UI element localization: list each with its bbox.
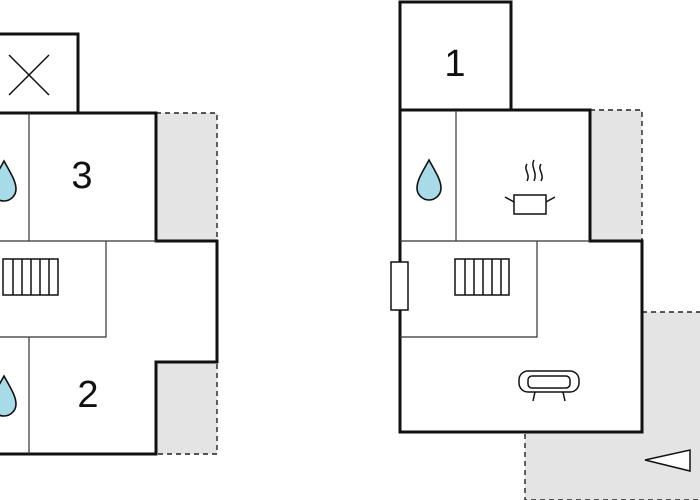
right-terrace-side [590, 109, 643, 242]
right-floor-plan: 1 [390, 0, 700, 500]
room-label-3: 3 [71, 155, 92, 197]
water-drop-icon [416, 158, 442, 201]
window-icon [390, 261, 409, 311]
closed-x-icon [8, 54, 50, 96]
room-label-1: 1 [444, 43, 465, 85]
right-wall-hall [400, 241, 538, 338]
left-wall-hall [0, 241, 107, 338]
water-drop-icon [0, 374, 17, 417]
right-terrace-entrance [524, 311, 700, 500]
radiator-icon [2, 258, 59, 296]
radiator-icon [454, 258, 510, 296]
water-drop-icon [0, 159, 17, 202]
left-floor-plan: 3 2 [0, 32, 219, 456]
cooking-pot-icon [504, 159, 556, 215]
sofa-icon [518, 370, 580, 402]
left-terrace-lower [156, 361, 218, 455]
entrance-arrow-icon [644, 449, 691, 472]
left-outer-wall [0, 32, 219, 456]
room-label-2: 2 [77, 374, 98, 416]
left-terrace-upper [156, 112, 218, 242]
